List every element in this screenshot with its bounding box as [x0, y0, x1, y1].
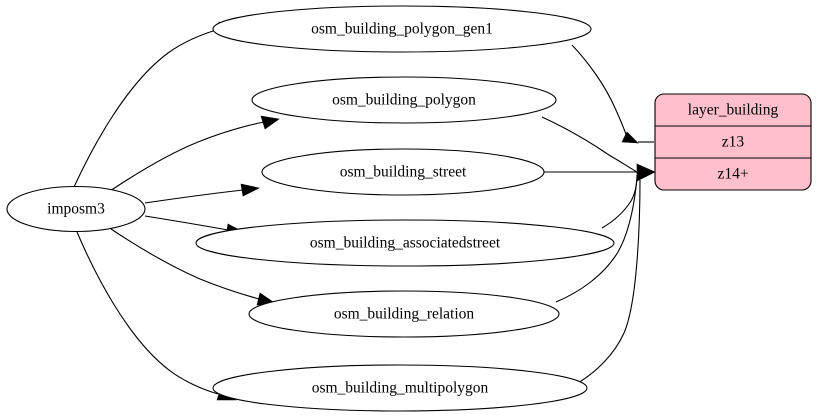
layer-building-row-z14plus: z14+	[717, 166, 748, 183]
node-osm-building-polygon-gen1-label: osm_building_polygon_gen1	[311, 21, 493, 38]
node-osm-building-street[interactable]: osm_building_street	[261, 148, 545, 196]
arrowhead-layer-building-z14plus	[636, 163, 656, 182]
node-osm-building-street-label: osm_building_street	[340, 164, 467, 181]
edge-imposm3-to-osm-building-street[interactable]	[144, 183, 260, 204]
edge-osm-building-multipolygon-to-layer-building-z14plus[interactable]	[577, 179, 641, 384]
edge-imposm3-to-osm-building-polygon[interactable]	[109, 115, 280, 192]
node-osm-building-relation-label: osm_building_relation	[334, 306, 475, 323]
node-osm-building-associatedstreet-label: osm_building_associatedstreet	[310, 235, 501, 252]
node-imposm3-label: imposm3	[47, 201, 105, 218]
edge-osm-building-relation-to-layer-building-z14plus[interactable]	[555, 177, 638, 303]
edge-osm-building-polygon-gen1-to-layer-building-z13[interactable]	[571, 44, 654, 144]
node-layer-building[interactable]: layer_building z13 z14+	[654, 93, 812, 191]
node-osm-building-multipolygon-label: osm_building_multipolygon	[312, 380, 489, 397]
node-osm-building-polygon[interactable]: osm_building_polygon	[251, 76, 557, 124]
edge-group-intermediates-to-layer-building	[541, 44, 656, 384]
edge-osm-building-polygon-to-layer-building-z14plus[interactable]	[541, 116, 638, 173]
node-osm-building-relation[interactable]: osm_building_relation	[248, 290, 560, 338]
layer-building-row-z13: z13	[722, 134, 745, 151]
node-osm-building-polygon-gen1[interactable]: osm_building_polygon_gen1	[212, 5, 592, 53]
node-osm-building-multipolygon[interactable]: osm_building_multipolygon	[212, 364, 588, 412]
node-osm-building-polygon-label: osm_building_polygon	[332, 92, 476, 109]
node-osm-building-associatedstreet[interactable]: osm_building_associatedstreet	[195, 219, 615, 267]
layer-building-row-title: layer_building	[688, 102, 779, 119]
edge-osm-building-associatedstreet-to-layer-building-z14plus[interactable]	[601, 174, 638, 229]
node-imposm3[interactable]: imposm3	[6, 185, 146, 233]
